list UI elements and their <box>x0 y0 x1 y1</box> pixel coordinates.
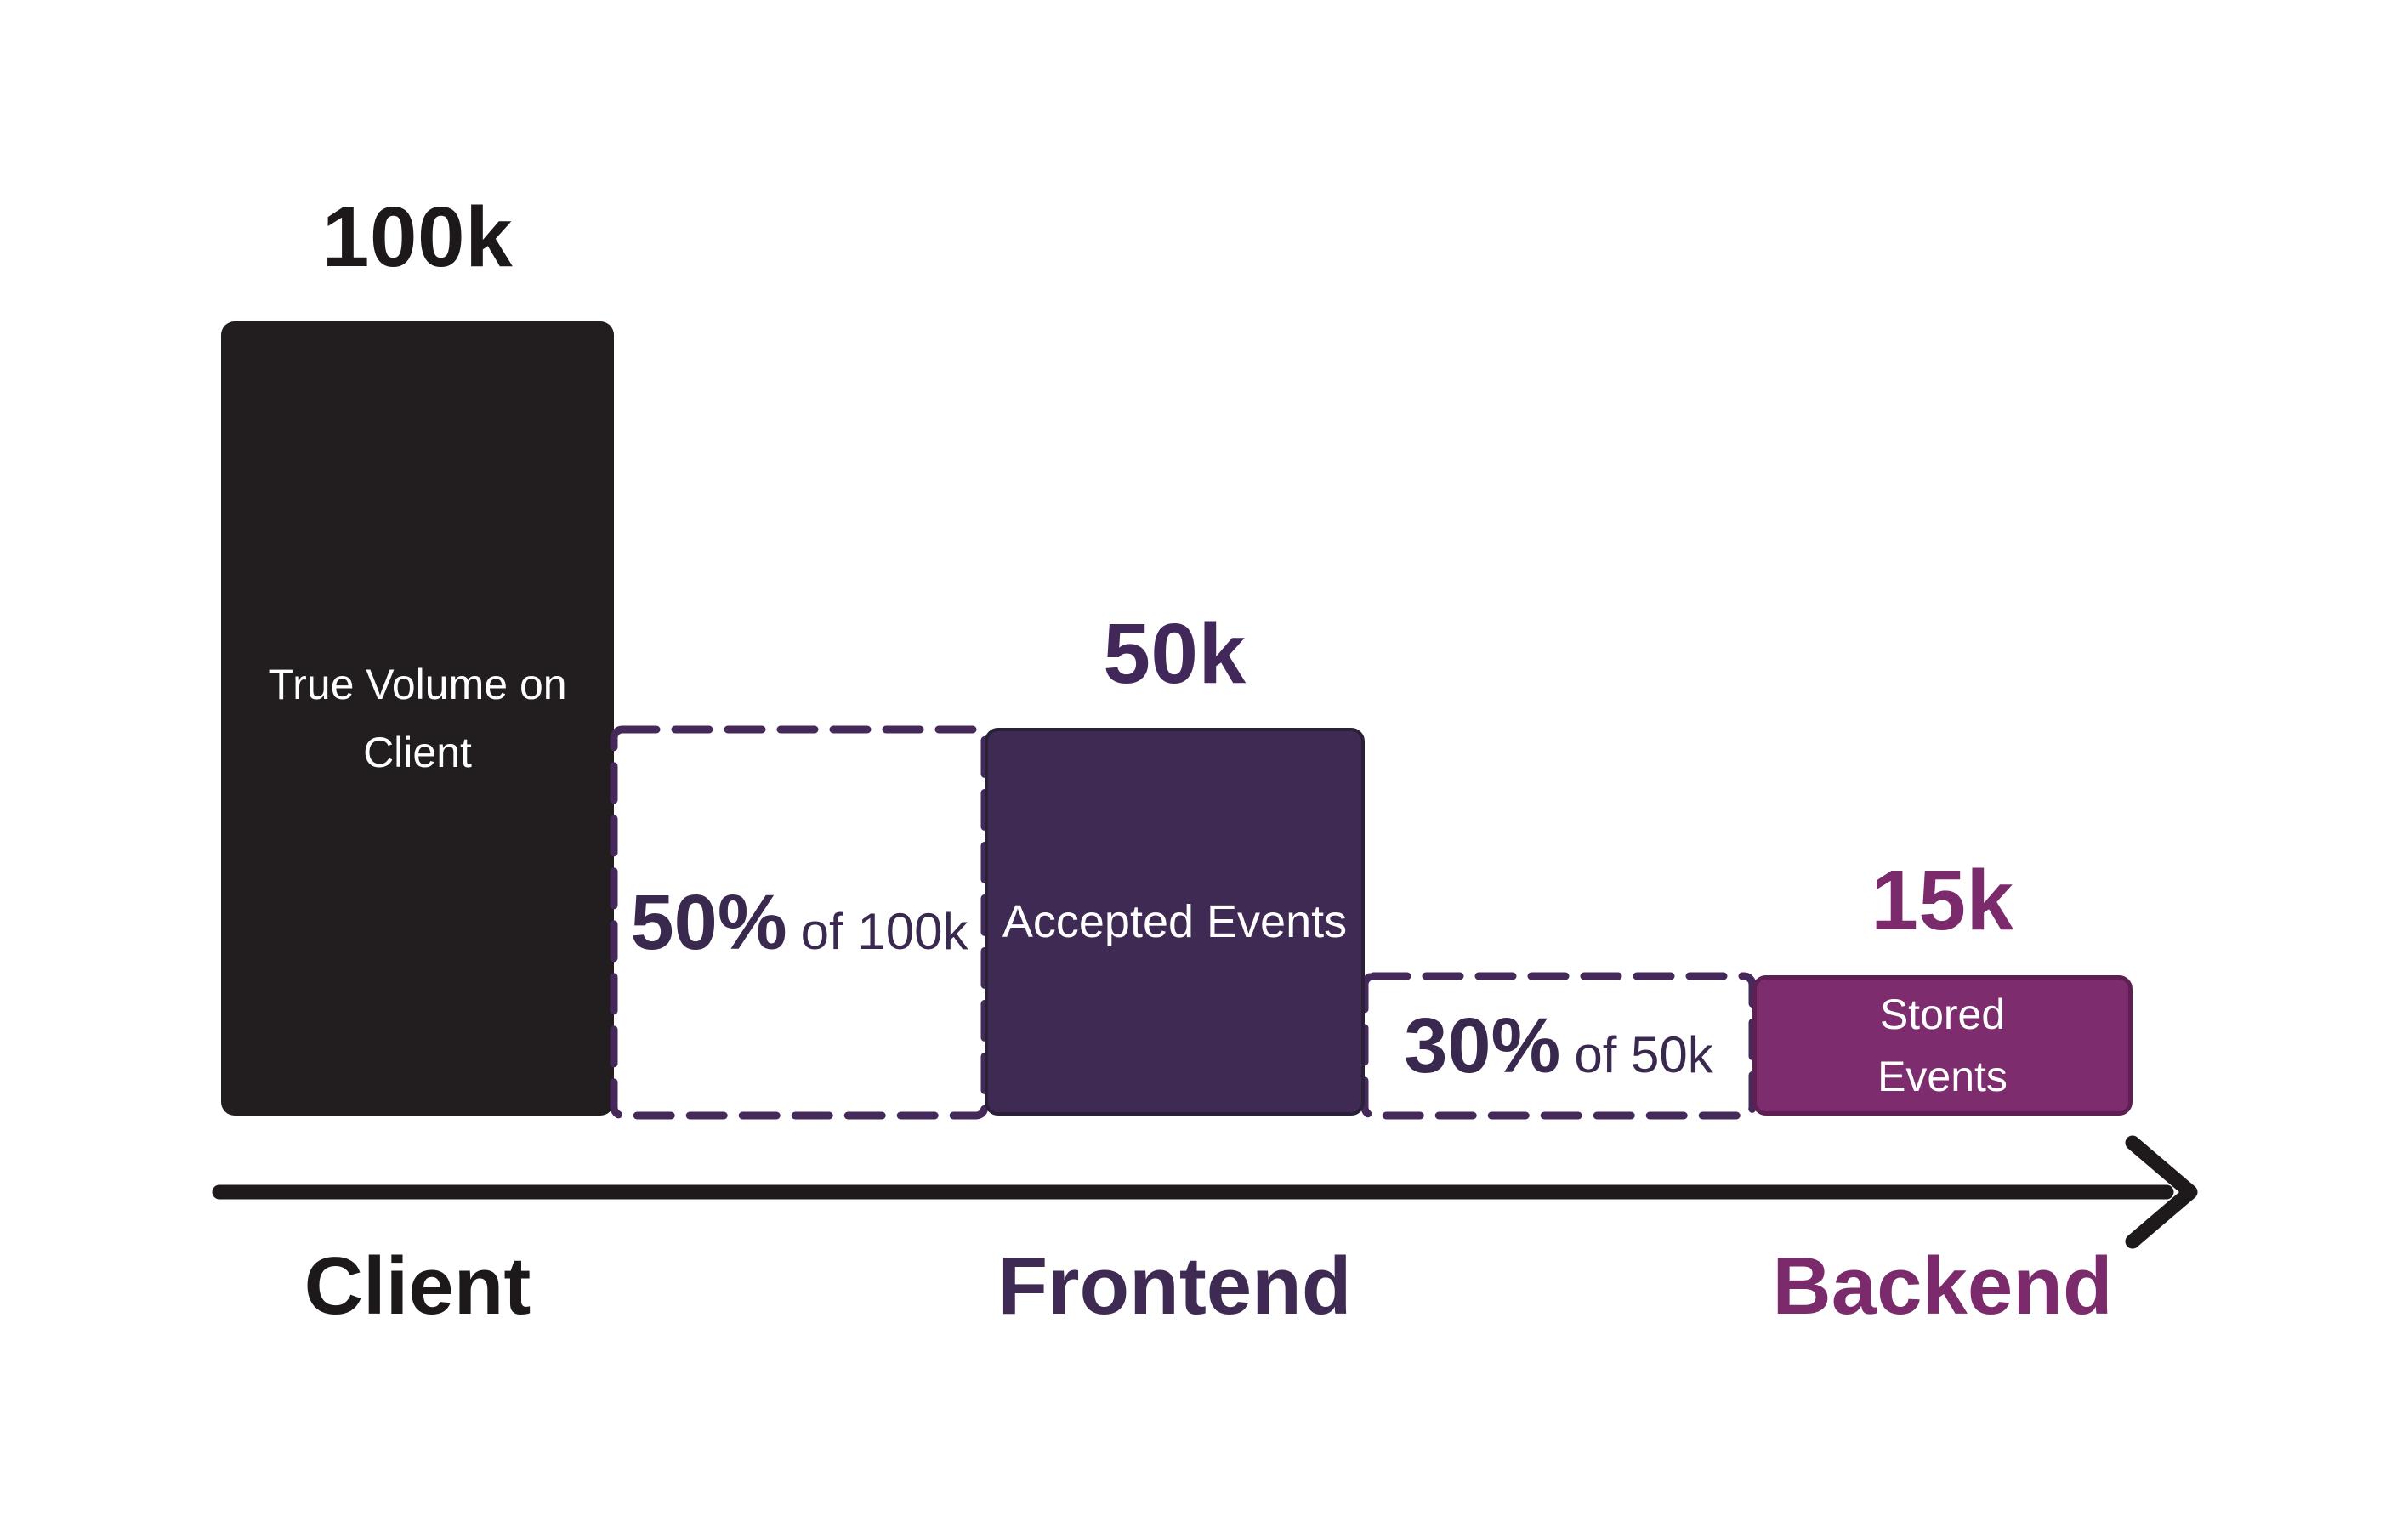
sampling-drop-percent: 50% <box>630 878 787 966</box>
stored-events-value: 15k <box>1871 853 2014 948</box>
client-volume-bar-label: True Volume on Client <box>268 661 567 776</box>
accepted-events-value: 50k <box>1103 606 1247 701</box>
axis-label-frontend: Frontend <box>997 1241 1352 1332</box>
client-volume-value: 100k <box>321 190 514 285</box>
axis-label-client: Client <box>304 1241 531 1332</box>
accepted-events-bar: Accepted Events <box>985 728 1365 1116</box>
stored-events-bar: Stored Events <box>1752 975 2133 1116</box>
accepted-events-bar-label: Accepted Events <box>1002 896 1348 947</box>
stored-events-bar-label: Stored Events <box>1877 991 2008 1100</box>
flow-arrow-head-icon <box>2125 1135 2198 1249</box>
retention-drop-of: of 50k <box>1574 1025 1713 1083</box>
retention-drop-annotation: 30% of 50k <box>1365 976 1752 1116</box>
client-volume-bar: True Volume on Client <box>221 321 614 1116</box>
axis-label-backend: Backend <box>1772 1241 2113 1332</box>
sampling-drop-annotation: 50% of 100k <box>614 730 985 1116</box>
retention-drop-percent: 30% <box>1404 1002 1561 1089</box>
retention-drop-text: 30% of 50k <box>1404 1002 1713 1091</box>
sampling-drop-of: of 100k <box>800 902 968 960</box>
sampling-drop-text: 50% of 100k <box>631 878 968 968</box>
